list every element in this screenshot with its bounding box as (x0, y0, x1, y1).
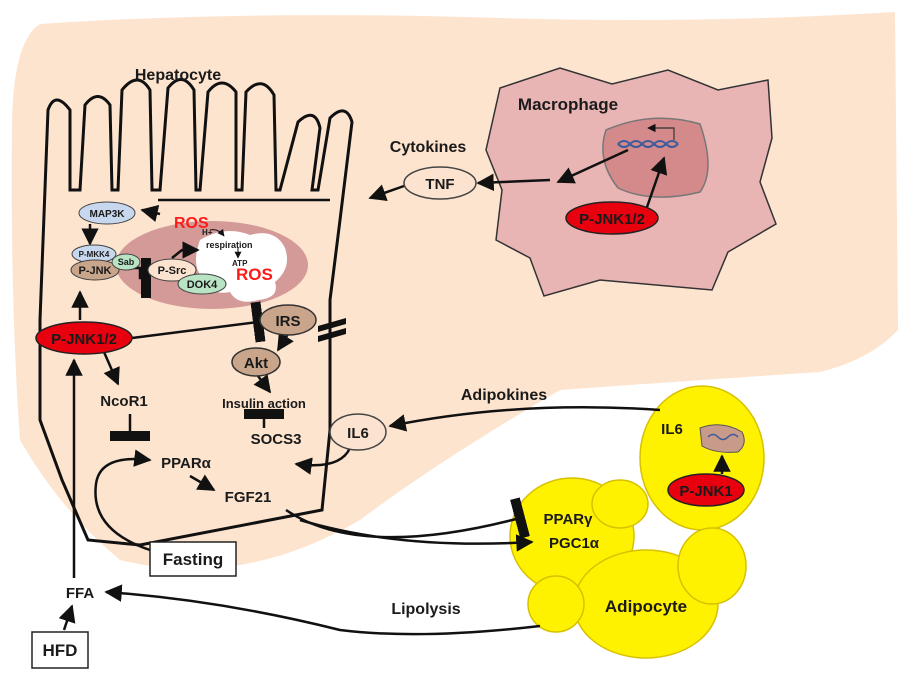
adipo-pjnk-label: P-JNK1 (679, 483, 732, 500)
hepatocyte-title: Hepatocyte (135, 67, 221, 84)
il6-liver-label: IL6 (347, 425, 369, 442)
psrc-node (147, 258, 197, 282)
sab-node (111, 253, 141, 271)
macrophage-pjnk-node (565, 201, 659, 235)
akt-node (231, 347, 281, 377)
tight-junction-mark (318, 318, 346, 342)
adipokines-label: Adipokines (461, 387, 547, 404)
psrc-label: P-Src (158, 265, 187, 277)
ffa-label: FFA (66, 585, 94, 602)
fasting-box (149, 541, 237, 577)
respiration-label: respiration (206, 240, 253, 250)
hepato-pjnk-node (35, 321, 133, 355)
dok4-node (177, 273, 227, 295)
hfd-label: HFD (43, 641, 78, 660)
ncor1-label: NcoR1 (100, 393, 148, 410)
pjnk-small-node (70, 259, 120, 281)
ros-top-label: ROS (174, 215, 209, 232)
fasting-label: Fasting (163, 550, 223, 569)
hepatocyte-cell-outline (38, 78, 354, 547)
insulin-action-label: Insulin action (222, 396, 306, 411)
adipocyte-dna-icon (707, 433, 739, 441)
sab-label: Sab (118, 257, 135, 267)
pjnk-small-label: P-JNK (78, 265, 111, 277)
transcription-arrow-icon (647, 123, 675, 140)
dna-helix-icon (617, 140, 679, 148)
pmkk4-label: P-MKK4 (79, 250, 110, 259)
hepato-pjnk-label: P-JNK1/2 (51, 331, 117, 348)
map3k-node (78, 201, 136, 225)
map3k-label: MAP3K (89, 209, 125, 220)
macrophage-title: Macrophage (518, 95, 618, 114)
lipolysis-label: Lipolysis (391, 601, 460, 618)
akt-label: Akt (244, 355, 268, 372)
irs-node (259, 304, 317, 336)
atp-label: ATP (232, 259, 248, 268)
adipocyte-nucleus (699, 424, 745, 453)
pparg-label: PPARγ (544, 511, 594, 528)
il6-adipo-label: IL6 (661, 421, 683, 438)
connections (58, 148, 731, 636)
adipo-pjnk-node (667, 473, 745, 507)
h-plus-label: H+ (202, 228, 213, 237)
ppara-label: PPARα (161, 455, 212, 472)
irs-label: IRS (275, 313, 300, 330)
hfd-box (31, 631, 89, 669)
adipocyte-cluster (509, 385, 765, 659)
pgc1a-label: PGC1α (549, 535, 600, 552)
dok4-label: DOK4 (187, 279, 218, 291)
il6-liver-node (329, 413, 387, 451)
fgf21-label: FGF21 (225, 489, 272, 506)
ros-mito-label: ROS (236, 265, 273, 284)
socs3-label: SOCS3 (251, 431, 302, 448)
cytokines-label: Cytokines (390, 139, 467, 156)
macrophage-pjnk-label: P-JNK1/2 (579, 211, 645, 228)
tnf-node (403, 166, 477, 200)
tnf-label: TNF (425, 176, 454, 193)
adipocyte-title: Adipocyte (605, 597, 687, 616)
